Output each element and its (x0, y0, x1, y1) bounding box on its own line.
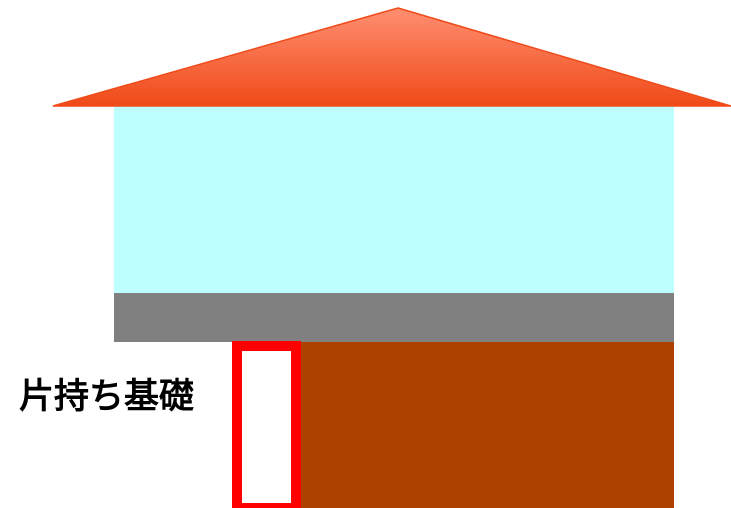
roof (52, 7, 731, 107)
foundation-label: 片持ち基礎 (19, 377, 194, 417)
floor-band (114, 293, 674, 342)
ground-block (232, 342, 674, 508)
house-wall (114, 106, 674, 293)
foundation-block (232, 341, 301, 508)
